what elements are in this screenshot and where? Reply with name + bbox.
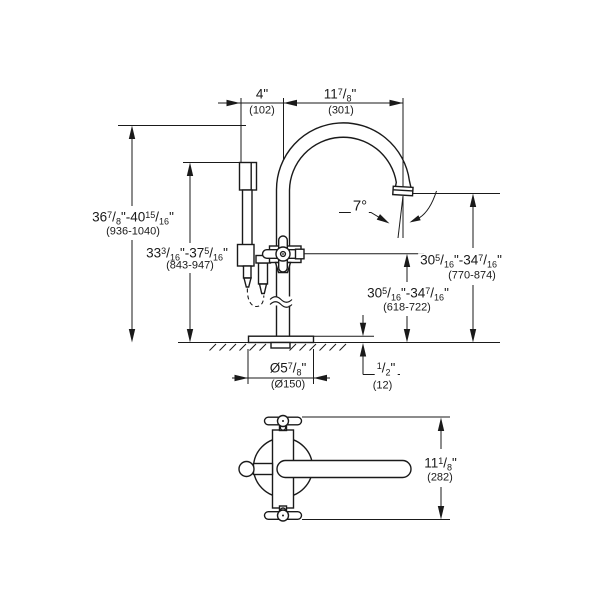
- pipe-break-symbol: [269, 296, 294, 308]
- dim-valve-height-mm: (618-722): [381, 301, 433, 313]
- spout-angle-annotation: [339, 190, 437, 239]
- handshower-knob-top-view: [238, 460, 255, 478]
- dim-spout-angle-value: 7°: [350, 197, 370, 214]
- spout-inner-contour: [288, 136, 398, 336]
- dim-handshower-height-mm: (843-947): [164, 259, 216, 271]
- dim-spout-offset-value: 4": [253, 86, 271, 102]
- base-anchor: [270, 341, 291, 349]
- handshower-holder-top-view: [252, 462, 274, 476]
- dim-spout-reach-mm: (301): [326, 104, 356, 116]
- cross-handle-top: [263, 414, 303, 432]
- plan-view: [238, 414, 412, 522]
- dim-base-diameter-mm: (Ø150): [268, 378, 308, 390]
- dim-overall-height-value: 367/8"-4015/16": [90, 209, 176, 227]
- dim-base-thickness-value: 1/2": [374, 360, 398, 378]
- dim-base-thickness-mm: (12): [370, 379, 395, 392]
- handshower-hose: [246, 288, 265, 308]
- dimension-arrowheads: [128, 99, 477, 382]
- dim-outlet-height-mm: (770-874): [446, 269, 498, 282]
- dim-spout-offset-mm: (102): [247, 104, 277, 116]
- floor-hatch-marks: [209, 343, 347, 351]
- spout-outlet: [392, 185, 414, 197]
- spout-top-view: [276, 459, 412, 479]
- dim-valve-height-value: 305/16"-347/16": [365, 284, 451, 302]
- dim-plan-depth-mm: (282): [425, 471, 455, 484]
- faucet-front-view: [236, 122, 414, 349]
- base-plate: [247, 335, 315, 344]
- handshower-head: [238, 161, 258, 191]
- cross-handle-bottom: [263, 505, 303, 522]
- dim-handshower-height-value: 333/16"-375/16": [144, 244, 230, 262]
- front-view-reference-lines: [118, 98, 500, 384]
- spout-outer-contour: [275, 122, 412, 336]
- handshower-holder: [236, 243, 255, 267]
- plan-dimension: [302, 416, 450, 520]
- dim-outlet-height-value: 305/16"-347/16": [418, 251, 504, 269]
- dim-base-diameter-value: Ø57/8": [267, 359, 309, 377]
- dim-plan-depth-value: 111/8": [422, 454, 459, 472]
- diverter-knob: [294, 248, 305, 260]
- dim-overall-height-mm: (936-1040): [104, 225, 162, 237]
- dim-spout-reach-value: 117/8": [321, 85, 359, 103]
